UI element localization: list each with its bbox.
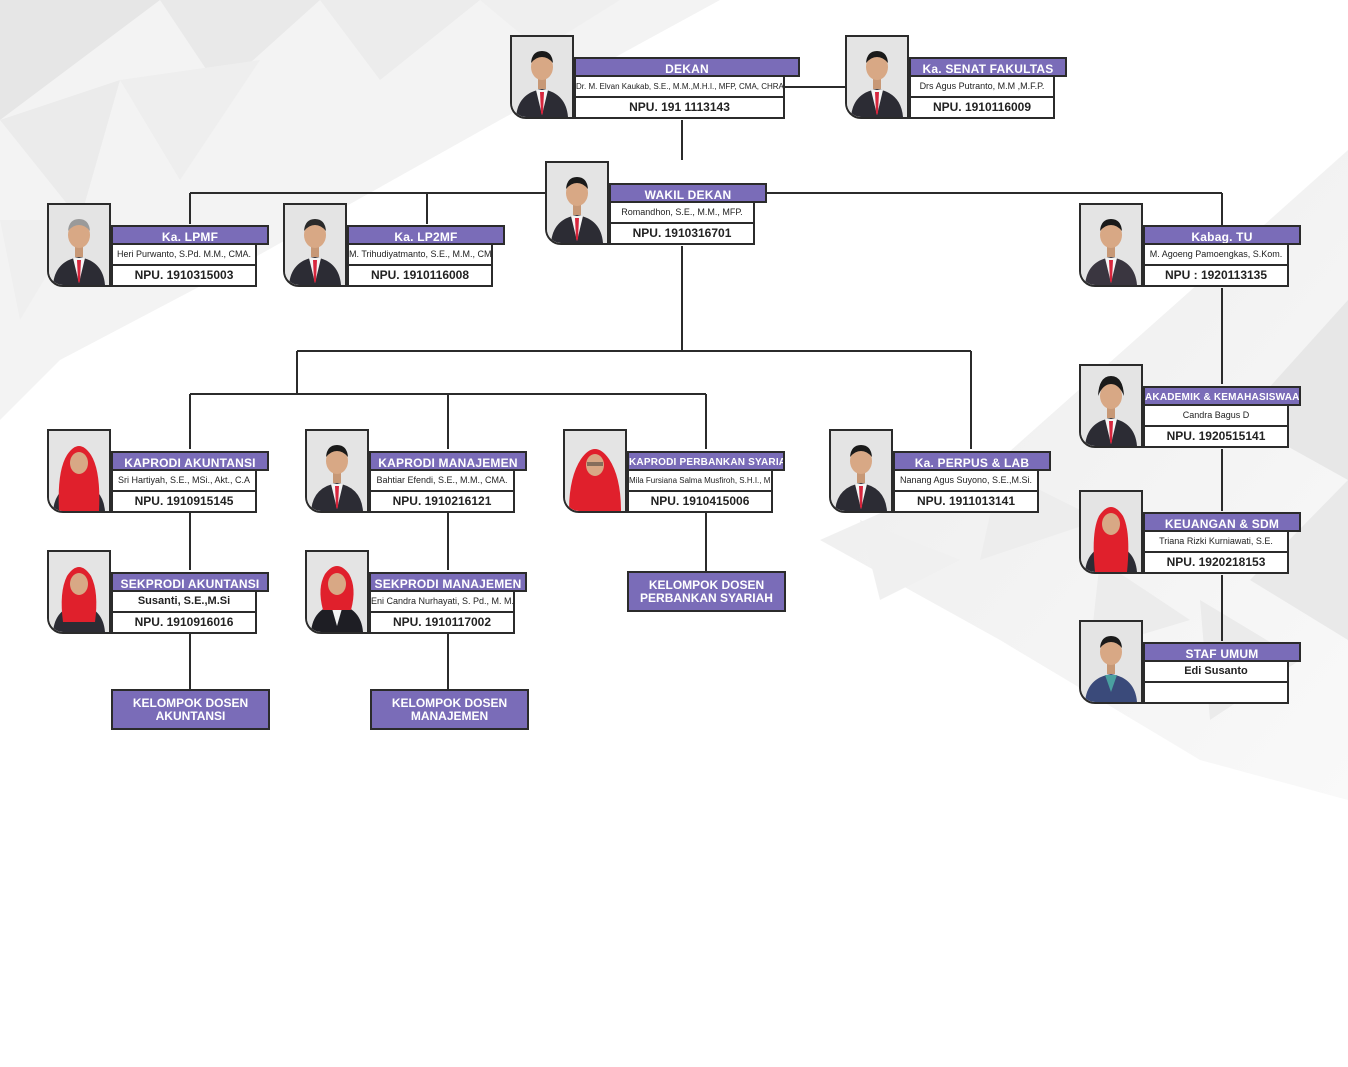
person-male-icon <box>847 37 907 117</box>
person-male-icon <box>512 37 572 117</box>
node-npu: NPU. 1910316701 <box>609 224 755 245</box>
node-title: SEKPRODI MANAJEMEN <box>369 572 527 592</box>
node-npu: NPU. 1910915145 <box>111 492 257 513</box>
person-male-icon <box>49 205 109 285</box>
node-npu <box>1143 683 1289 704</box>
node-person-name: Heri Purwanto, S.Pd. M.M., CMA. <box>111 245 257 266</box>
node-person-name: Drs Agus Putranto, M.M ,M.F.P. <box>909 77 1055 98</box>
group-line-2: PERBANKAN SYARIAH <box>640 590 773 605</box>
photo-keuangan <box>1079 490 1143 574</box>
node-title: KAPRODI PERBANKAN SYARIAH <box>627 451 785 471</box>
person-male-icon <box>1081 205 1141 285</box>
photo-sekprodi-akuntansi <box>47 550 111 634</box>
group-line-2: AKUNTANSI <box>155 708 226 723</box>
node-npu: NPU. 1910415006 <box>627 492 773 513</box>
node-title: KAPRODI MANAJEMEN <box>369 451 527 471</box>
photo-kabag-tu <box>1079 203 1143 287</box>
person-male-icon <box>831 431 891 511</box>
node-title: Ka. LP2MF <box>347 225 505 245</box>
person-female-icon <box>49 552 109 632</box>
node-person-name: Edi Susanto <box>1143 662 1289 683</box>
node-npu: NPU. 1910117002 <box>369 613 515 634</box>
group-line-1: KELOMPOK DOSEN <box>391 695 508 710</box>
node-person-name: Romandhon, S.E., M.M., MFP. <box>609 203 755 224</box>
node-npu: NPU. 1910216121 <box>369 492 515 513</box>
node-person-name: Mila Fursiana Salma Musfiroh, S.H.I., M.… <box>627 471 773 492</box>
person-female-icon <box>1081 492 1141 572</box>
photo-akademik <box>1079 364 1143 448</box>
node-title: AKADEMIK & KEMAHASISWAAN <box>1143 386 1301 406</box>
node-person-name: Candra Bagus D <box>1143 406 1289 427</box>
person-male-icon <box>547 163 607 243</box>
node-npu: NPU. 1910116008 <box>347 266 493 287</box>
node-npu: NPU. 1910916016 <box>111 613 257 634</box>
photo-kaprodi-perbankan <box>563 429 627 513</box>
photo-wakil-dekan <box>545 161 609 245</box>
node-npu: NPU : 1920113135 <box>1143 266 1289 287</box>
node-person-name: M. Agoeng Pamoengkas, S.Kom. <box>1143 245 1289 266</box>
node-title: SEKPRODI AKUNTANSI <box>111 572 269 592</box>
photo-perpus-lab <box>829 429 893 513</box>
group-line-1: KELOMPOK DOSEN <box>648 577 765 592</box>
photo-sekprodi-manajemen <box>305 550 369 634</box>
photo-senat <box>845 35 909 119</box>
node-person-name: Eni Candra Nurhayati, S. Pd., M. M. Pd <box>369 592 515 613</box>
node-person-name: Triana Rizki Kurniawati, S.E. <box>1143 532 1289 553</box>
node-person-name: Nanang Agus Suyono, S.E.,M.Si. <box>893 471 1039 492</box>
person-male-icon <box>1081 622 1141 702</box>
node-npu: NPU. 1910315003 <box>111 266 257 287</box>
node-title: Kabag. TU <box>1143 225 1301 245</box>
node-title: Ka. SENAT FAKULTAS <box>909 57 1067 77</box>
node-person-name: Sri Hartiyah, S.E., MSi., Akt., C.A <box>111 471 257 492</box>
photo-dekan <box>510 35 574 119</box>
node-npu: NPU. 1920515141 <box>1143 427 1289 448</box>
node-title: STAF UMUM <box>1143 642 1301 662</box>
node-title: Ka. LPMF <box>111 225 269 245</box>
node-title: DEKAN <box>574 57 800 77</box>
node-npu: NPU. 191 1113143 <box>574 98 785 119</box>
person-male-icon <box>307 431 367 511</box>
node-person-name: Dr. M. Elvan Kaukab, S.E., M.M.,M.H.I., … <box>574 77 785 98</box>
photo-kaprodi-manajemen <box>305 429 369 513</box>
group-line-2: MANAJEMEN <box>410 708 489 723</box>
node-title: Ka. PERPUS & LAB <box>893 451 1051 471</box>
node-npu: NPU. 1911013141 <box>893 492 1039 513</box>
photo-staf-umum <box>1079 620 1143 704</box>
person-male-icon <box>1081 366 1141 446</box>
node-title: KEUANGAN & SDM <box>1143 512 1301 532</box>
node-person-name: M. Trihudiyatmanto, S.E., M.M., CMA. <box>347 245 493 266</box>
group-line-1: KELOMPOK DOSEN <box>132 695 249 710</box>
photo-lpmf <box>47 203 111 287</box>
person-female-icon <box>565 431 625 511</box>
node-person-name: Susanti, S.E.,M.Si <box>111 592 257 613</box>
node-person-name: Bahtiar Efendi, S.E., M.M., CMA. <box>369 471 515 492</box>
node-npu: NPU. 1910116009 <box>909 98 1055 119</box>
person-female-icon <box>49 431 109 511</box>
photo-kaprodi-akuntansi <box>47 429 111 513</box>
node-npu: NPU. 1920218153 <box>1143 553 1289 574</box>
photo-lp2mf <box>283 203 347 287</box>
person-female-icon <box>307 552 367 632</box>
person-male-icon <box>285 205 345 285</box>
node-title: KAPRODI AKUNTANSI <box>111 451 269 471</box>
node-title: WAKIL DEKAN <box>609 183 767 203</box>
